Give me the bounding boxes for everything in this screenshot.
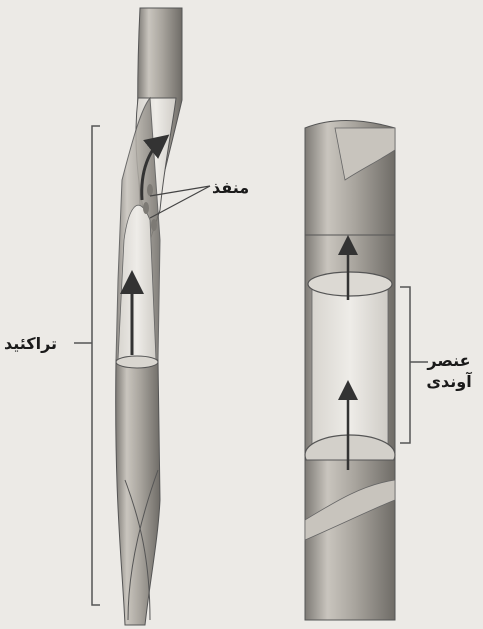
pit-label: منفذ: [212, 178, 249, 197]
vessel-element-label-line2: آوندی: [418, 371, 480, 392]
vessel-element-label-line1: عنصر: [418, 350, 480, 371]
vessel-element-label: عنصر آوندی: [418, 350, 480, 392]
tracheid-lower-segment: [116, 360, 160, 625]
tracheid-end-wall: [116, 356, 158, 368]
pit-mark: [143, 202, 149, 214]
tracheid-label: تراکئید: [4, 334, 57, 353]
vessel-perforation-top: [308, 272, 392, 296]
pit-mark: [151, 219, 157, 231]
pit-mark: [147, 184, 153, 196]
vessel-inner-lumen: [312, 285, 388, 455]
tracheid-bracket: [74, 126, 100, 605]
vessel-element-cell: [305, 121, 395, 621]
tracheid-cell: [116, 8, 182, 625]
